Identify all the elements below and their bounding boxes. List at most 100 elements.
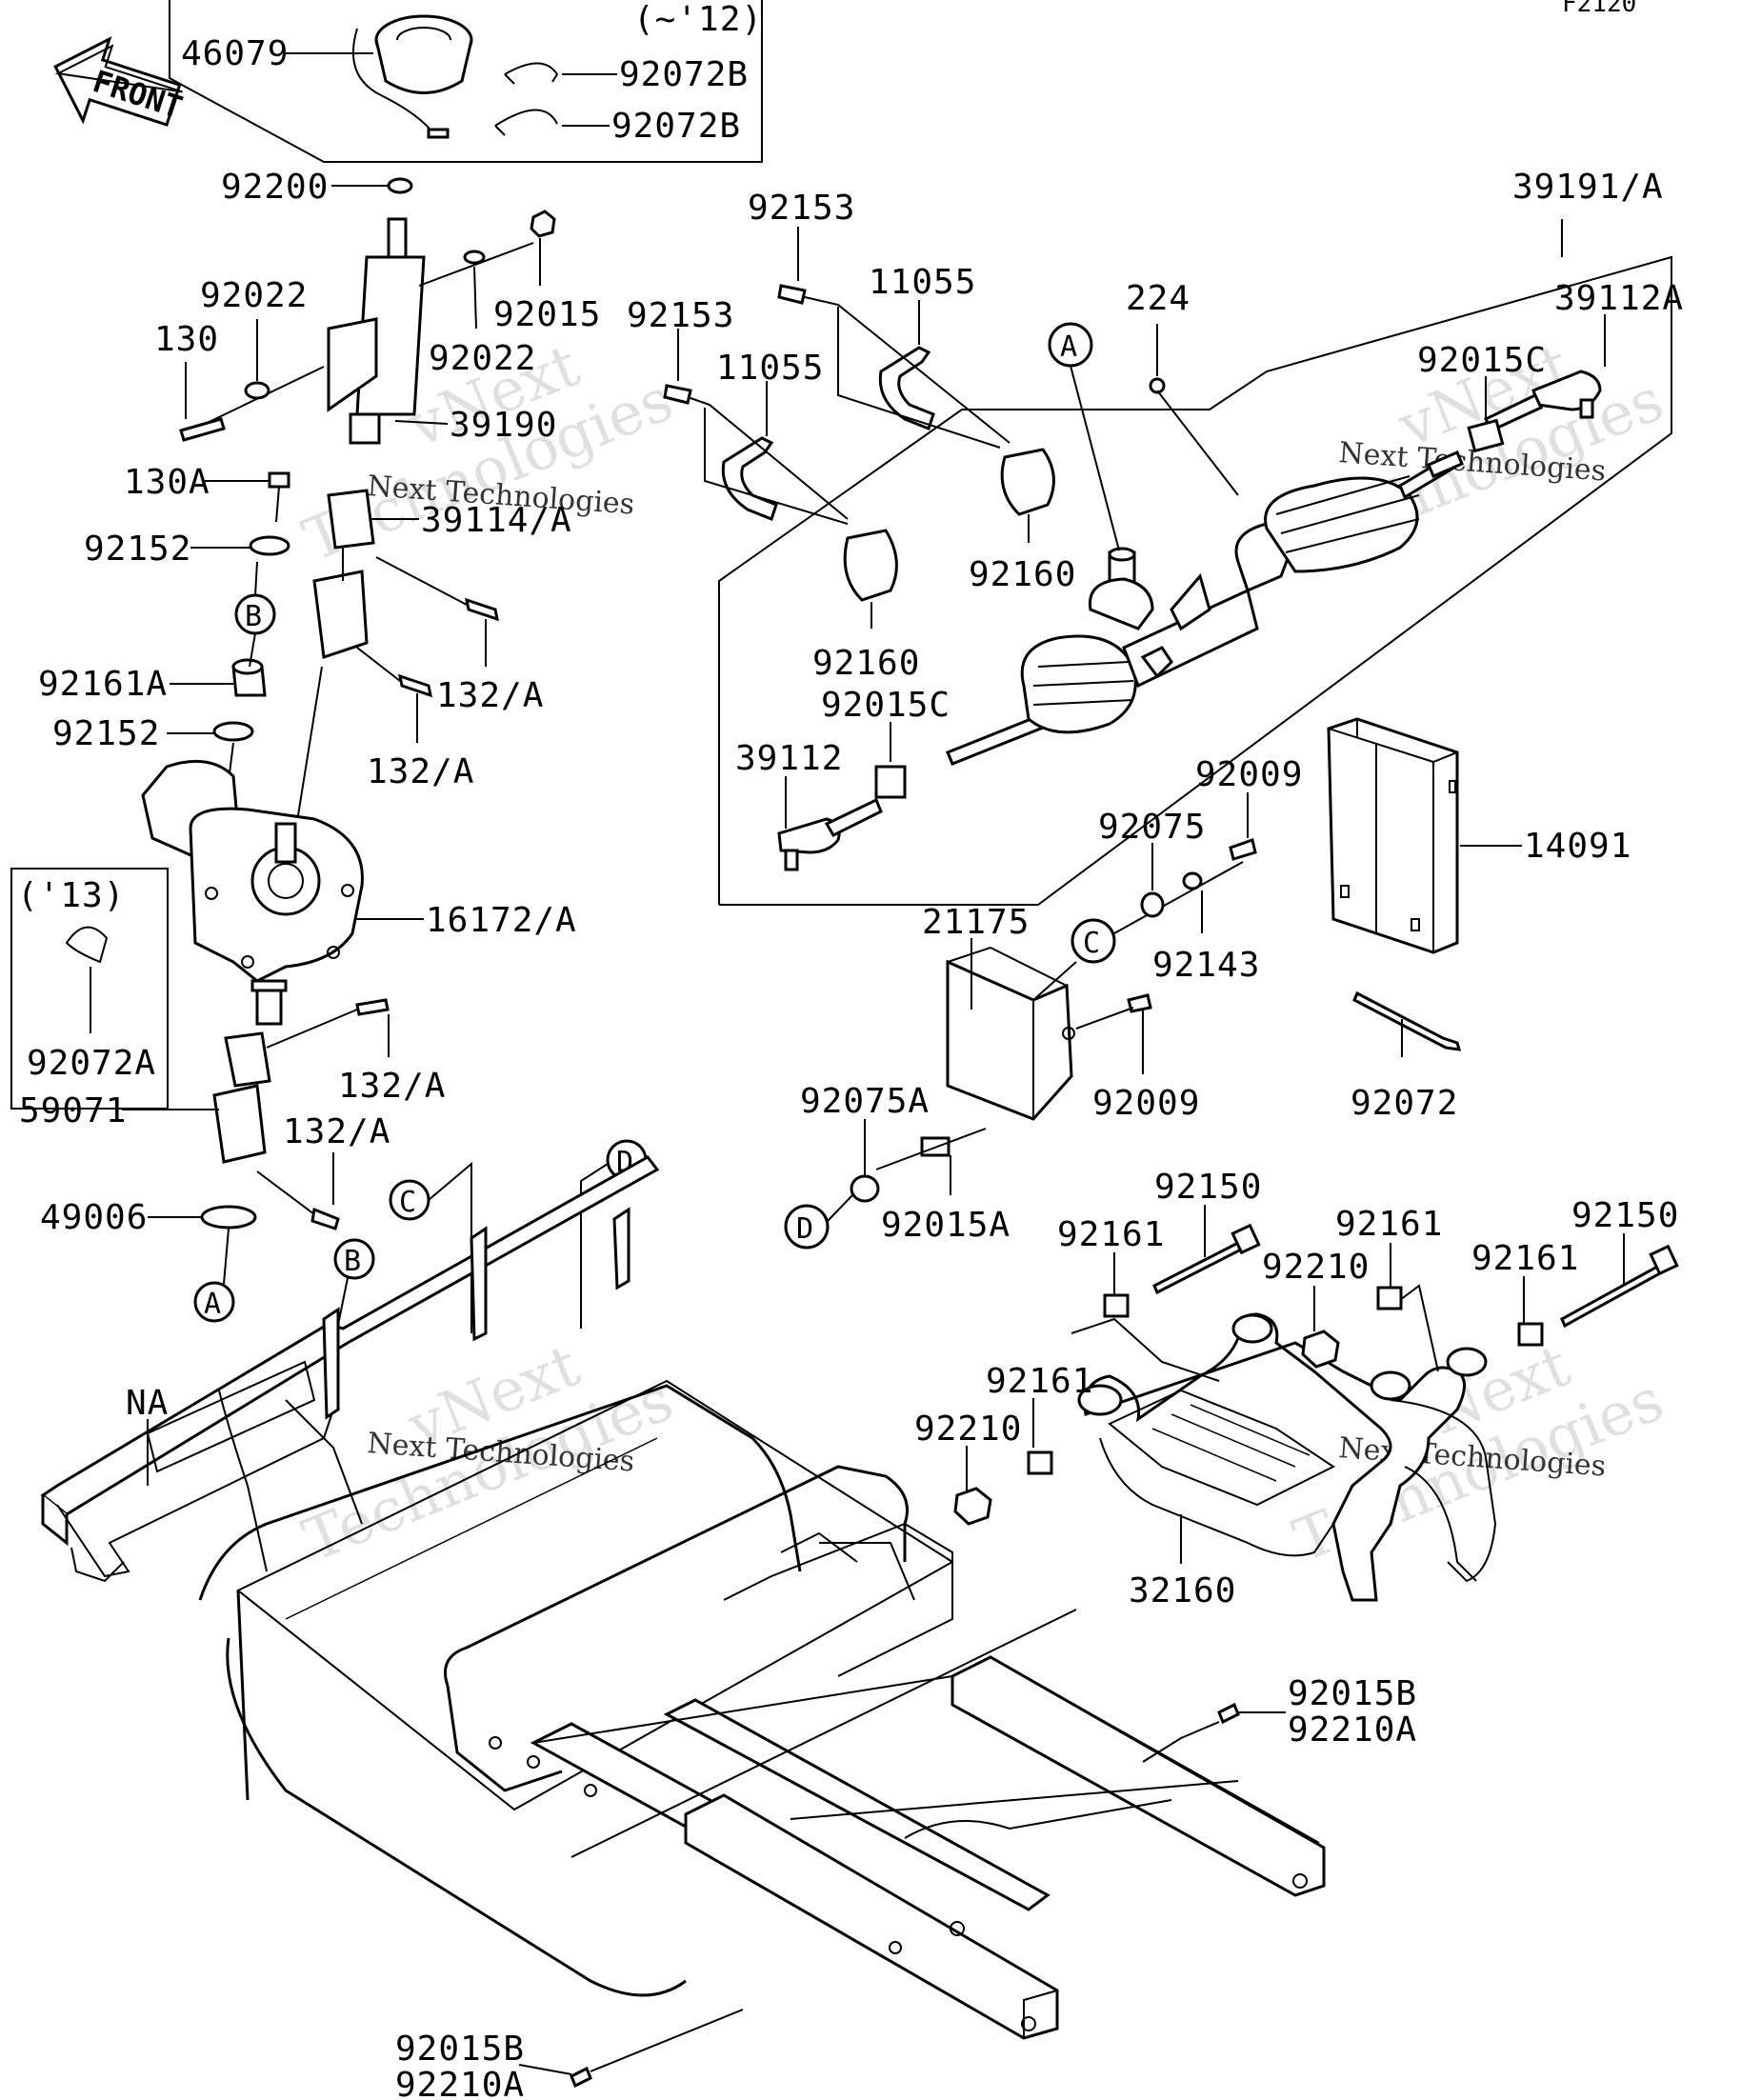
label-132a: 132/A (367, 752, 474, 791)
label-na: NA (126, 1384, 169, 1423)
rubber-mount-92160-icon (843, 448, 1055, 602)
label-92009: 92009 (1195, 755, 1303, 794)
label-92015c: 92015C (1417, 341, 1547, 380)
strap-92072-icon (1352, 990, 1462, 1051)
washer-49006-icon (200, 1205, 257, 1230)
label-92153: 92153 (627, 296, 734, 335)
label-21175: 21175 (922, 903, 1030, 942)
washer-92022-icon (463, 250, 486, 265)
nut-92015-icon (530, 210, 556, 238)
label-132a: 132/A (338, 1067, 446, 1106)
tie-rod-end-39112-icon (777, 797, 883, 871)
label-92150: 92150 (1154, 1168, 1262, 1207)
label-92022: 92022 (200, 276, 308, 315)
column-bracket-icon (327, 317, 378, 412)
bolt-92015b-icon (1217, 1702, 1240, 1725)
bolt-130-icon (179, 417, 226, 442)
washer-92022-icon (244, 381, 270, 400)
bolt-92150-icon (1152, 1223, 1679, 1329)
nut-92015c-icon (874, 765, 907, 799)
box-14091-icon (1327, 717, 1459, 954)
label-14091: 14091 (1524, 827, 1631, 866)
label-49006: 49006 (40, 1198, 148, 1237)
ref-circle-c-icon (1071, 918, 1116, 964)
label-224: 224 (1126, 279, 1191, 318)
label-92153: 92153 (748, 189, 855, 228)
collar-92075-icon (1140, 891, 1165, 918)
label-92143: 92143 (1152, 946, 1260, 985)
bolt-92153-icon (663, 284, 807, 405)
inset-note: (~'12) (633, 0, 763, 39)
nut-92015c-icon (1467, 418, 1505, 453)
label-92015b: 92015B (1288, 1674, 1417, 1713)
bolt-132a-icon (465, 597, 499, 622)
steering-column (179, 177, 556, 882)
joint-59071-icon (212, 998, 390, 1230)
label-92161: 92161 (986, 1362, 1093, 1401)
ecu-21175-icon (946, 947, 1075, 1121)
inset-top: (~'12) 46079 92072B 92072B (169, 0, 763, 163)
ref-circle-b-label: B (245, 600, 262, 633)
tie-rod-end-39112a-icon (1483, 370, 1602, 432)
label-92161: 92161 (1471, 1239, 1579, 1278)
label-92160: 92160 (812, 644, 920, 683)
washer-92152-icon (212, 721, 254, 742)
label-39114a: 39114/A (421, 501, 572, 540)
clip-92072b-icon (494, 62, 559, 136)
front-arrow-icon: FRONT (53, 36, 187, 127)
label-39190: 39190 (450, 406, 557, 445)
bolt-92009-icon (1229, 838, 1257, 861)
label-130a: 130A (124, 463, 210, 502)
ref-circle-d-label: D (796, 1212, 813, 1246)
ref-circle-d-icon (784, 1204, 830, 1250)
label-92075a: 92075A (800, 1082, 930, 1121)
bolt-92009-icon (1127, 993, 1152, 1013)
label-39191a: 39191/A (1512, 168, 1664, 207)
collar-92075a-icon (850, 1174, 880, 1203)
shaft-top-icon (387, 217, 408, 259)
label-92150: 92150 (1571, 1196, 1679, 1235)
label-92072b: 92072B (611, 107, 741, 146)
bushing-92161-icon (1027, 1286, 1544, 1475)
ref-circle-c-label: C (1083, 927, 1100, 960)
ref-circle-a-label: A (1060, 330, 1077, 364)
label-92161: 92161 (1057, 1215, 1165, 1254)
label-132a: 132/A (283, 1112, 390, 1151)
label-92210a: 92210A (1288, 1710, 1417, 1750)
washer-92152-icon (249, 535, 290, 556)
label-92015a: 92015A (881, 1206, 1011, 1245)
ref-circle-b-label: B (344, 1245, 361, 1278)
label-92022: 92022 (429, 339, 536, 378)
clip-92072a-icon (65, 926, 109, 964)
main-frame-icon (40, 1155, 1326, 2040)
nut-92210-icon (953, 1330, 1340, 1526)
label-92015b: 92015B (395, 2030, 525, 2069)
label-132a: 132/A (436, 676, 544, 715)
label-92015c: 92015C (821, 686, 951, 725)
nut-224-icon (1149, 377, 1166, 394)
label-92210a: 92210A (395, 2066, 525, 2100)
washer-92200-icon (387, 177, 413, 194)
ujoint-39114-icon (327, 489, 375, 550)
label-130: 130 (154, 320, 219, 359)
label-59071: 59071 (19, 1091, 127, 1130)
bolt-92015b-icon (570, 2066, 592, 2089)
label-92009: 92009 (1092, 1084, 1200, 1123)
washer-92143-icon (1182, 871, 1203, 890)
bolt-132a-icon (355, 998, 390, 1016)
label-92072b: 92072B (619, 55, 749, 94)
label-92161a: 92161A (38, 665, 168, 704)
label-39112a: 39112A (1554, 279, 1684, 318)
part-46079-icon (351, 14, 473, 139)
label-92152: 92152 (52, 714, 160, 753)
label-39112: 39112 (735, 739, 843, 778)
bolt-130a-icon (268, 471, 290, 489)
label-92200: 92200 (221, 168, 329, 207)
figure-code: F2120 (1562, 0, 1636, 18)
inset-note: ('13) (17, 876, 125, 915)
label-92210: 92210 (914, 1410, 1022, 1449)
label-92210: 92210 (1262, 1248, 1370, 1287)
label-11055: 11055 (869, 263, 976, 302)
ref-circle-a-icon (193, 1281, 235, 1323)
label-32160: 32160 (1129, 1571, 1236, 1610)
